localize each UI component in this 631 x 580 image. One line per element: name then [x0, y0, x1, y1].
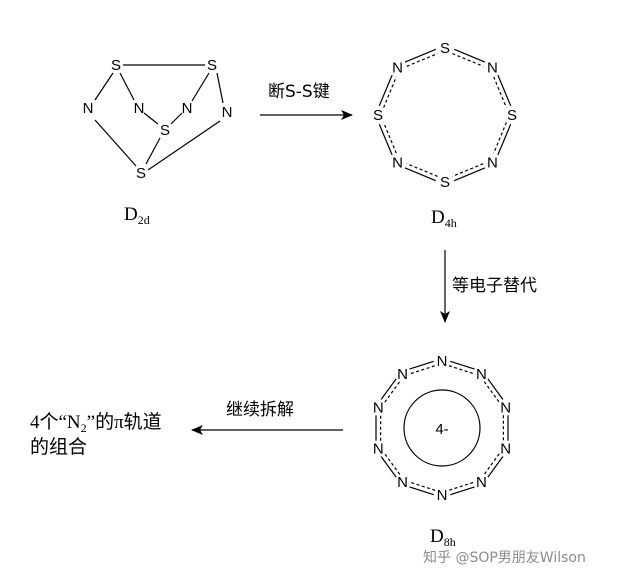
- arrow-further-decomposition: 继续拆解: [191, 400, 343, 435]
- ring-bond-solid: [378, 123, 393, 156]
- ring-bond-solid: [378, 74, 393, 107]
- ring-bond-dashed: [406, 163, 438, 177]
- ring-atom: S: [440, 174, 450, 191]
- arrow-break-ss-bond: 断S-S键: [260, 82, 353, 120]
- ring-bond-solid: [487, 456, 504, 478]
- ring-atom: N: [437, 353, 448, 370]
- ring-bond-solid: [404, 48, 437, 63]
- ring-atom: N: [397, 474, 408, 491]
- ring-bond-dashed: [452, 53, 484, 67]
- ring-atom: N: [487, 60, 498, 77]
- ring-bond-solid: [487, 378, 504, 400]
- ring-bond-solid: [450, 486, 475, 496]
- ring-bond-dashed: [483, 453, 500, 475]
- ring-bond-solid: [497, 74, 512, 107]
- ring-bond-dashed: [483, 381, 500, 403]
- arrow-isoelectronic-substitution: 等电子替代: [440, 250, 537, 323]
- ring-atom: N: [392, 154, 403, 171]
- arrow-label: 等电子替代: [452, 276, 537, 296]
- ring-bond-dashed: [493, 76, 507, 108]
- ring-bond-dashed: [493, 122, 507, 154]
- cage-atom: N: [222, 104, 233, 121]
- watermark-text: 知乎 @SOP男朋友Wilson: [423, 549, 586, 566]
- ring-bond-solid: [409, 486, 434, 496]
- ring-bond-dashed: [383, 122, 397, 154]
- arrow-label: 继续拆解: [226, 400, 294, 420]
- ring-atom: N: [373, 441, 384, 458]
- ring-atom: N: [500, 441, 511, 458]
- cage-atom: S: [111, 57, 121, 74]
- n10-ring-anion: 4- N N N N N N N N N N D8h: [373, 353, 511, 549]
- cage-atom: N: [134, 100, 145, 117]
- point-group-label-d8h: D8h: [430, 526, 456, 549]
- ring-atom: S: [373, 107, 383, 124]
- ring-bonds: [378, 48, 512, 182]
- ring-atom: N: [487, 154, 498, 171]
- ring-bond-dashed: [406, 53, 438, 67]
- cage-atom: S: [136, 165, 146, 182]
- ring-atom: N: [476, 366, 487, 383]
- ring-atom: S: [440, 40, 450, 57]
- delocalized-ring-circle: [403, 389, 481, 467]
- ring-bond-dashed: [448, 481, 474, 491]
- ring-bond-solid: [380, 456, 397, 478]
- cage-atom: N: [83, 100, 94, 117]
- ring-bond-solid: [497, 123, 512, 156]
- ring-bond-dashed: [410, 365, 436, 375]
- ring-bond-solid: [450, 360, 475, 370]
- cage-atom: S: [207, 57, 217, 74]
- ring-atom: N: [437, 487, 448, 504]
- ring-bond-dashed: [448, 365, 474, 375]
- s4n4-cage-molecule: S S N N N S N S D2d: [83, 57, 233, 227]
- ring-bond-dashed: [383, 76, 397, 108]
- ring-atom: N: [392, 60, 403, 77]
- result-description: 4个“N2”的π轨道 的组合: [30, 411, 162, 458]
- ring-bond-solid: [409, 360, 434, 370]
- ring-atom: N: [500, 399, 511, 416]
- ring-bond-dashed: [384, 381, 401, 403]
- cage-atom: N: [182, 100, 193, 117]
- ring-atom: N: [373, 399, 384, 416]
- result-line-2: 的组合: [30, 436, 87, 458]
- ring-atom: N: [397, 366, 408, 383]
- s4n4-planar-ring: S N S N S N S N D4h: [373, 40, 517, 230]
- ring-bond-solid: [453, 167, 486, 182]
- ring-bonds: [375, 360, 509, 496]
- ring-bond-solid: [453, 48, 486, 63]
- point-group-label-d4h: D4h: [431, 207, 457, 230]
- ring-bond-solid: [404, 167, 437, 182]
- ring-bond-dashed: [410, 481, 436, 491]
- ring-bond-dashed: [384, 453, 401, 475]
- ring-atom: N: [476, 474, 487, 491]
- result-line-1: 4个“N2”的π轨道: [30, 411, 162, 435]
- charge-label: 4-: [435, 421, 448, 438]
- arrow-label: 断S-S键: [268, 82, 330, 102]
- ring-bond-solid: [380, 378, 397, 400]
- ring-atom: S: [507, 107, 517, 124]
- cage-atom: S: [160, 122, 170, 139]
- ring-bond-dashed: [452, 163, 484, 177]
- cage-bonds: [94, 64, 224, 171]
- point-group-label-d2d: D2d: [124, 204, 150, 227]
